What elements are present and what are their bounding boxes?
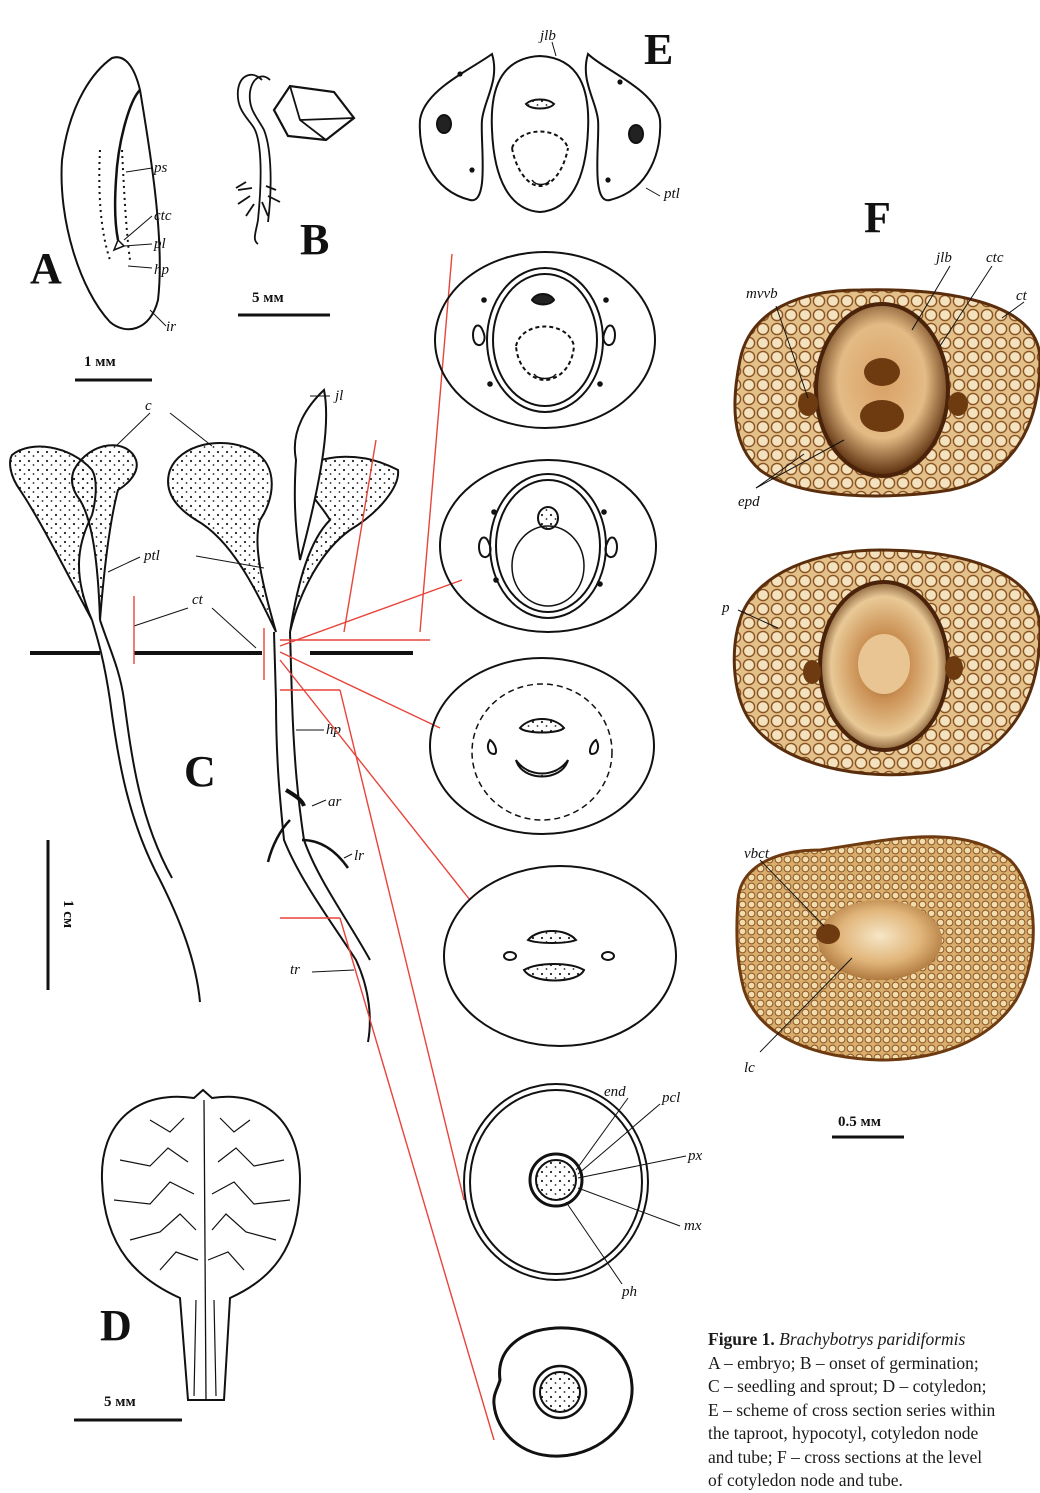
scale-label-f: 0.5 мм [838,1114,881,1130]
caption-line-5: and tube; F – cross sections at the leve… [708,1446,1040,1470]
label-jlb-f: jlb [934,250,952,266]
label-ar: ar [328,794,342,810]
panel-e-section-1 [420,42,660,212]
label-lc: lc [744,1060,755,1076]
label-ps: ps [153,160,168,176]
panel-d-cotyledon-drawing [102,1090,300,1400]
scale-label-d: 5 мм [104,1394,136,1410]
label-c: c [145,398,152,414]
panel-f-micrograph-2 [734,550,1040,775]
caption-species: Brachybotrys paridiformis [779,1329,965,1349]
panel-letter-d: D [100,1301,132,1350]
caption-figure-label: Figure 1. [708,1329,775,1349]
label-mvvb: mvvb [746,286,778,302]
label-end: end [604,1084,626,1100]
scale-label-a: 1 мм [84,354,116,370]
label-jl: jl [333,388,343,404]
panel-e-section-4 [430,658,654,834]
panel-letter-b: B [300,215,329,264]
scale-label-b: 5 мм [252,290,284,306]
panel-b-germination-drawing [236,75,354,244]
label-ph: ph [621,1284,637,1300]
panel-a-embryo-drawing [62,57,166,329]
panel-f-micrograph-3 [737,837,1033,1060]
caption-line-1: A – embryo; B – onset of germination; [708,1352,1040,1376]
label-tr: tr [290,962,300,978]
label-p: p [721,600,730,616]
label-ct-c: ct [192,592,204,608]
label-px: px [687,1148,703,1164]
caption-title-line: Figure 1. Brachybotrys paridiformis [708,1328,1040,1352]
label-ctc: ctc [154,208,172,224]
panel-letter-c: C [184,747,216,796]
panel-e-section-3 [440,460,656,632]
label-ctc-f: ctc [986,250,1004,266]
panel-e-section-2 [435,252,655,428]
label-vbct: vbct [744,846,770,862]
label-epd: epd [738,494,760,510]
label-hp: hp [154,262,170,278]
label-ct-f: ct [1016,288,1028,304]
panel-c-seedling-drawing [10,390,413,1042]
caption-line-3: E – scheme of cross section series withi… [708,1399,1040,1423]
label-mx: mx [684,1218,702,1234]
figure-caption: Figure 1. Brachybotrys paridiformis A – … [708,1328,1040,1493]
caption-line-4: the taproot, hypocotyl, cotyledon node [708,1422,1040,1446]
label-jlb-e: jlb [538,28,556,44]
panel-f-micrograph-1 [735,266,1040,496]
label-pl: pl [153,236,166,252]
panel-letter-a: A [30,244,62,293]
panel-e-section-6 [464,1084,686,1284]
label-ir: ir [166,319,176,335]
label-pcl: pcl [661,1090,680,1106]
caption-line-2: C – seedling and sprout; D – cotyledon; [708,1375,1040,1399]
label-ptl-e: ptl [663,186,680,202]
label-lr: lr [354,848,364,864]
panel-letter-f: F [864,193,891,242]
panel-letter-e: E [644,25,673,74]
panel-e-section-5 [444,866,676,1046]
scale-label-c: 1 см [60,900,76,928]
panel-e-section-7 [494,1328,632,1456]
label-ptl-c: ptl [143,548,160,564]
